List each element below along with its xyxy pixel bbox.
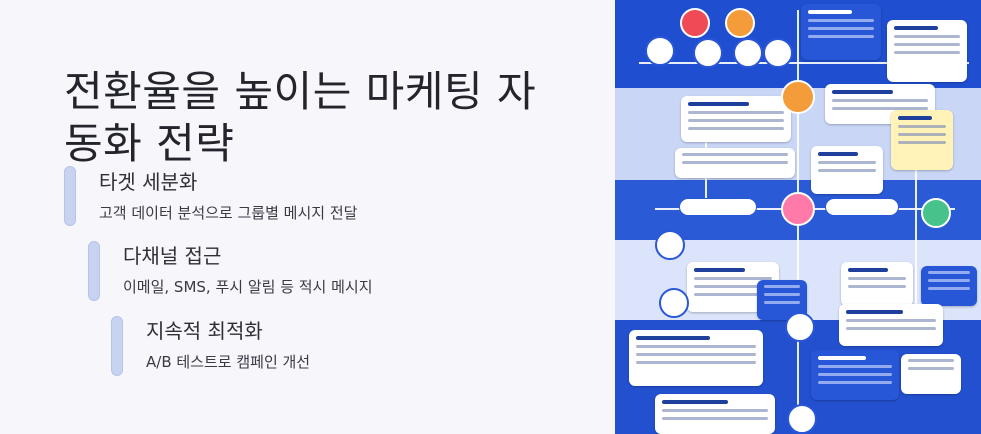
person-icon — [680, 8, 710, 38]
slide-title: 전환율을 높이는 마케팅 자 동화 전략 — [64, 66, 584, 170]
flowchart-card — [901, 354, 961, 394]
item-description: A/B 테스트로 캠페인 개선 — [146, 353, 311, 371]
flowchart-card — [887, 20, 967, 82]
item-accent-bar — [64, 166, 76, 226]
avatar-icon — [781, 192, 815, 226]
slide-title-line-1: 전환율을 높이는 마케팅 자 — [64, 67, 537, 117]
item-accent-bar — [88, 241, 100, 301]
clock-icon — [787, 404, 817, 434]
item-accent-bar — [111, 316, 123, 376]
item-title: 다채널 접근 — [123, 244, 222, 268]
flowchart-card — [825, 84, 935, 124]
flowchart-label — [825, 198, 899, 216]
flowchart-card — [681, 96, 791, 142]
user-icon — [785, 312, 815, 342]
flowchart-card — [801, 4, 881, 60]
item-description: 이메일, SMS, 푸시 알림 등 적시 메시지 — [123, 278, 373, 296]
email-icon — [725, 8, 755, 38]
document-icon — [733, 38, 763, 68]
flowchart-note — [891, 110, 953, 170]
flowchart-card — [811, 146, 883, 194]
item-description: 고객 데이터 분석으로 그룹별 메시지 전달 — [99, 204, 358, 222]
price-badge-icon — [781, 80, 815, 114]
email-channel-icon — [645, 36, 675, 66]
automation-icon — [693, 38, 723, 68]
item-title: 타겟 세분화 — [99, 170, 198, 194]
robot-icon — [655, 230, 685, 260]
search-icon — [763, 38, 793, 68]
slide-title-line-2: 동화 전략 — [64, 119, 235, 169]
marketing-flowchart-image — [615, 0, 981, 434]
connector-line — [639, 62, 969, 64]
flowchart-card — [811, 350, 899, 400]
question-icon — [659, 288, 689, 318]
connector-line — [915, 140, 917, 310]
flowchart-card — [655, 394, 775, 434]
flowchart-card — [629, 330, 763, 386]
flowchart-card — [839, 304, 943, 346]
flowchart-label — [679, 198, 757, 216]
flowchart-card — [841, 262, 913, 306]
chat-icon — [921, 198, 951, 228]
flowchart-card — [921, 266, 977, 306]
item-title: 지속적 최적화 — [146, 319, 263, 343]
flowchart-card — [675, 148, 795, 178]
